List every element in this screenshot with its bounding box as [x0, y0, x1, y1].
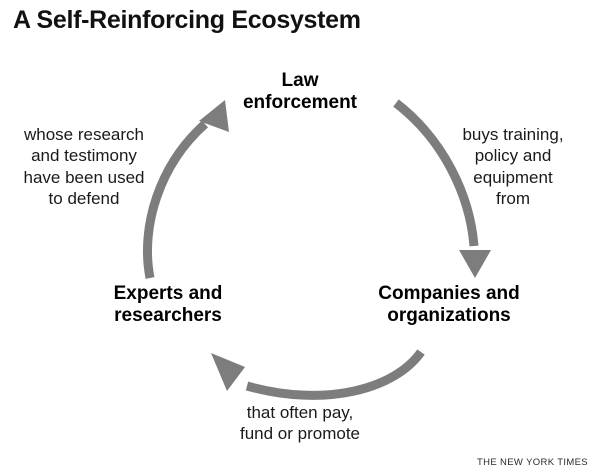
cycle-arrows — [143, 99, 491, 400]
node-experts-and-researchers: Experts and researchers — [113, 283, 223, 327]
edge-label-law-to-companies: buys training, policy and equipment from — [462, 125, 564, 209]
arrow-law-to-companies — [393, 99, 491, 278]
page-title: A Self-Reinforcing Ecosystem — [13, 6, 361, 34]
node-law-enforcement: Law enforcement — [242, 70, 358, 114]
arrow-companies-to-experts — [211, 349, 425, 400]
edge-label-experts-to-law: whose research and testimony have been u… — [23, 125, 145, 209]
cycle-diagram: Law enforcement Experts and researchers … — [0, 56, 600, 443]
source-credit: THE NEW YORK TIMES — [477, 457, 588, 468]
node-companies-and-organizations: Companies and organizations — [378, 283, 520, 327]
edge-label-companies-to-experts: that often pay, fund or promote — [239, 403, 360, 444]
arrow-experts-to-law — [143, 100, 229, 279]
